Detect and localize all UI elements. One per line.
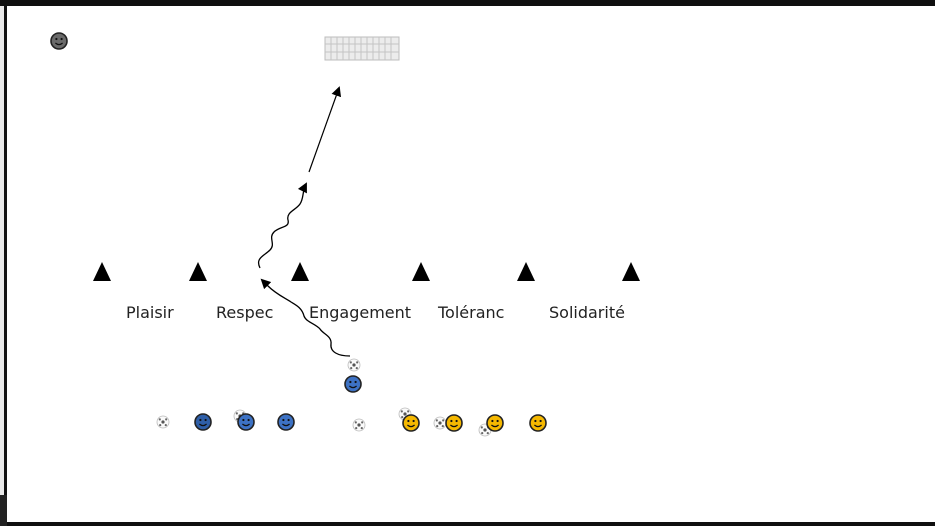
ball-icon [433,416,447,430]
bottom-border [0,522,935,526]
left-border-strip [0,6,7,522]
label-respect: Respec [216,303,273,322]
ball-icon [156,415,170,429]
cone-icon [291,262,309,281]
pass-arrow [308,86,342,173]
cone-icon [189,262,207,281]
cone-icon [93,262,111,281]
cone-icon [517,262,535,281]
ball-icon [347,358,361,372]
label-solidarite: Solidarité [549,303,625,322]
ball-icon [352,418,366,432]
blue-player-smiley-icon [277,413,295,431]
bottom-left-corner [0,495,7,526]
yellow-player-smiley-icon [529,414,547,432]
top-border [0,0,935,6]
label-tolerance: Toléranc [437,303,504,322]
mini-goal-icon [324,36,400,61]
cone-icon [622,262,640,281]
yellow-player-smiley-icon [402,414,420,432]
label-engagement: Engagement [309,303,411,322]
yellow-player-smiley-icon [486,414,504,432]
blue-player-smiley-icon [194,413,212,431]
wavy-run-arrow [257,182,307,269]
yellow-player-smiley-icon [445,414,463,432]
blue-player-smiley-icon [344,375,362,393]
cone-icon [412,262,430,281]
coach-smiley-icon [50,32,68,50]
dribble-path-arrow [260,278,351,357]
left-border [4,6,7,522]
label-plaisir: Plaisir [126,303,174,322]
blue-player-smiley-icon [237,413,255,431]
